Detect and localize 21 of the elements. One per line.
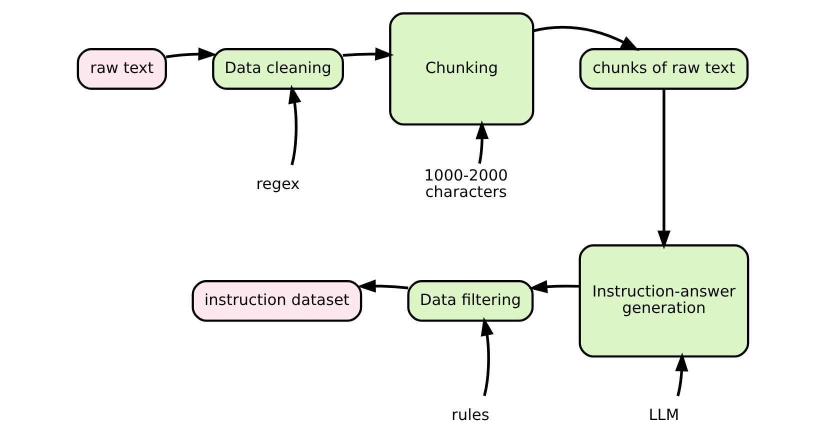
node-box: Data cleaning	[212, 48, 344, 90]
arrow	[342, 47, 394, 60]
arrow	[528, 280, 579, 293]
arrow	[475, 120, 488, 164]
node-box: Instruction-answer generation	[578, 244, 749, 358]
node-text: 1000-2000 characters	[424, 166, 508, 201]
node-text: LLM	[648, 405, 679, 424]
node-text: regex	[256, 174, 300, 192]
node-box: chunks of raw text	[578, 48, 748, 90]
node-box: instruction dataset	[191, 280, 362, 322]
arrow	[356, 279, 408, 292]
arrow	[288, 84, 301, 165]
node-box: Data filtering	[406, 280, 534, 322]
node-box: Chunking	[388, 12, 534, 126]
arrow	[165, 47, 217, 60]
arrow	[674, 352, 688, 396]
node-box: raw text	[76, 48, 166, 90]
arrow	[480, 316, 494, 396]
node-text: rules	[451, 405, 489, 424]
arrow	[656, 88, 670, 249]
arrow	[532, 25, 639, 50]
